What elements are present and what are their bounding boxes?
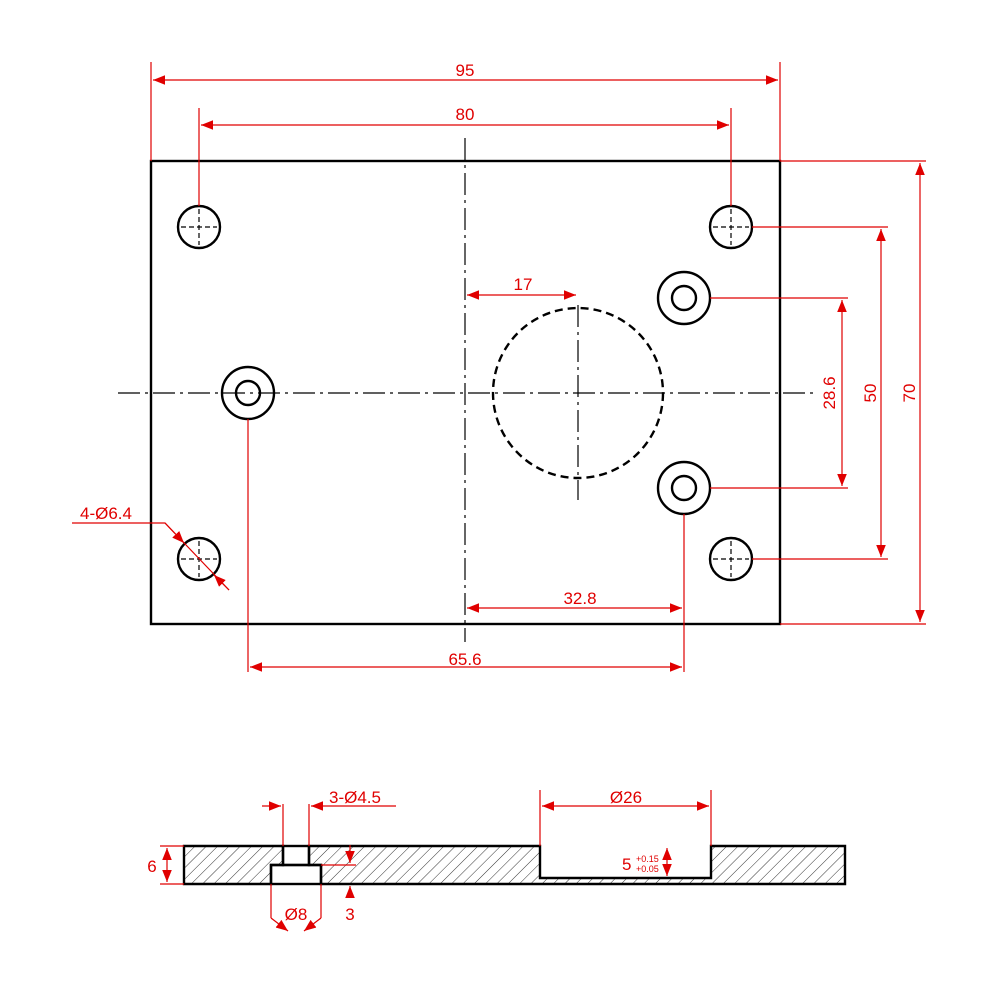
dim-label-50: 50 <box>861 384 880 403</box>
dimension-95: 95 <box>150 61 781 161</box>
dimension-32-8: 32.8 <box>467 514 685 672</box>
dimension-70: 70 <box>780 160 926 625</box>
dim-label-32-8: 32.8 <box>563 589 596 608</box>
dim-label-pocket-dia: Ø26 <box>610 788 642 807</box>
dimension-counterbore-depth: 3 <box>321 845 356 924</box>
dimension-through-hole: 3-Ø4.5 <box>262 788 396 846</box>
plate-outline <box>149 159 782 626</box>
mount-hole-bottom-right <box>708 536 754 582</box>
dimension-pocket-depth: 5 +0.15 +0.05 <box>622 848 672 876</box>
counterbore-hole-right-bottom <box>656 460 712 516</box>
through-hole-outline <box>281 844 311 867</box>
counterbore-outline <box>269 863 323 886</box>
top-view: 95 80 17 28.6 50 <box>72 61 926 672</box>
dim-label-mount-holes: 4-Ø6.4 <box>80 504 132 523</box>
dim-label-95: 95 <box>456 61 475 80</box>
dimension-65-6: 65.6 <box>247 419 682 672</box>
tolerance-lower: +0.05 <box>636 864 659 874</box>
mount-hole-top-left <box>176 204 222 250</box>
dim-label-65-6: 65.6 <box>448 650 481 669</box>
dim-label-through-hole: 3-Ø4.5 <box>329 788 381 807</box>
dimension-thickness: 6 <box>147 845 184 885</box>
dim-label-counterbore-depth: 3 <box>345 905 354 924</box>
dim-label-pocket-depth: 5 <box>622 855 631 874</box>
dimension-pocket-dia: Ø26 <box>539 788 712 846</box>
dim-label-17: 17 <box>514 275 533 294</box>
counterbore-hole-right-top <box>656 270 712 326</box>
dimension-50: 50 <box>752 226 888 560</box>
dimension-80: 80 <box>198 105 732 206</box>
dim-label-thickness: 6 <box>147 857 156 876</box>
dim-label-counterbore-dia: Ø8 <box>285 905 308 924</box>
dim-label-28-6: 28.6 <box>820 376 839 409</box>
dimension-17: 17 <box>467 275 576 300</box>
dim-label-70: 70 <box>900 384 919 403</box>
dimension-counterbore-dia: Ø8 <box>270 884 322 932</box>
dim-label-80: 80 <box>456 105 475 124</box>
dimension-28-6: 28.6 <box>710 297 848 489</box>
tolerance-upper: +0.15 <box>636 854 659 864</box>
mount-hole-top-right <box>708 204 754 250</box>
dimension-mount-holes: 4-Ø6.4 <box>72 504 230 591</box>
pocket-hidden-circle <box>491 306 665 480</box>
section-view: 3-Ø4.5 Ø26 5 +0.15 +0.05 6 3 <box>147 788 847 932</box>
